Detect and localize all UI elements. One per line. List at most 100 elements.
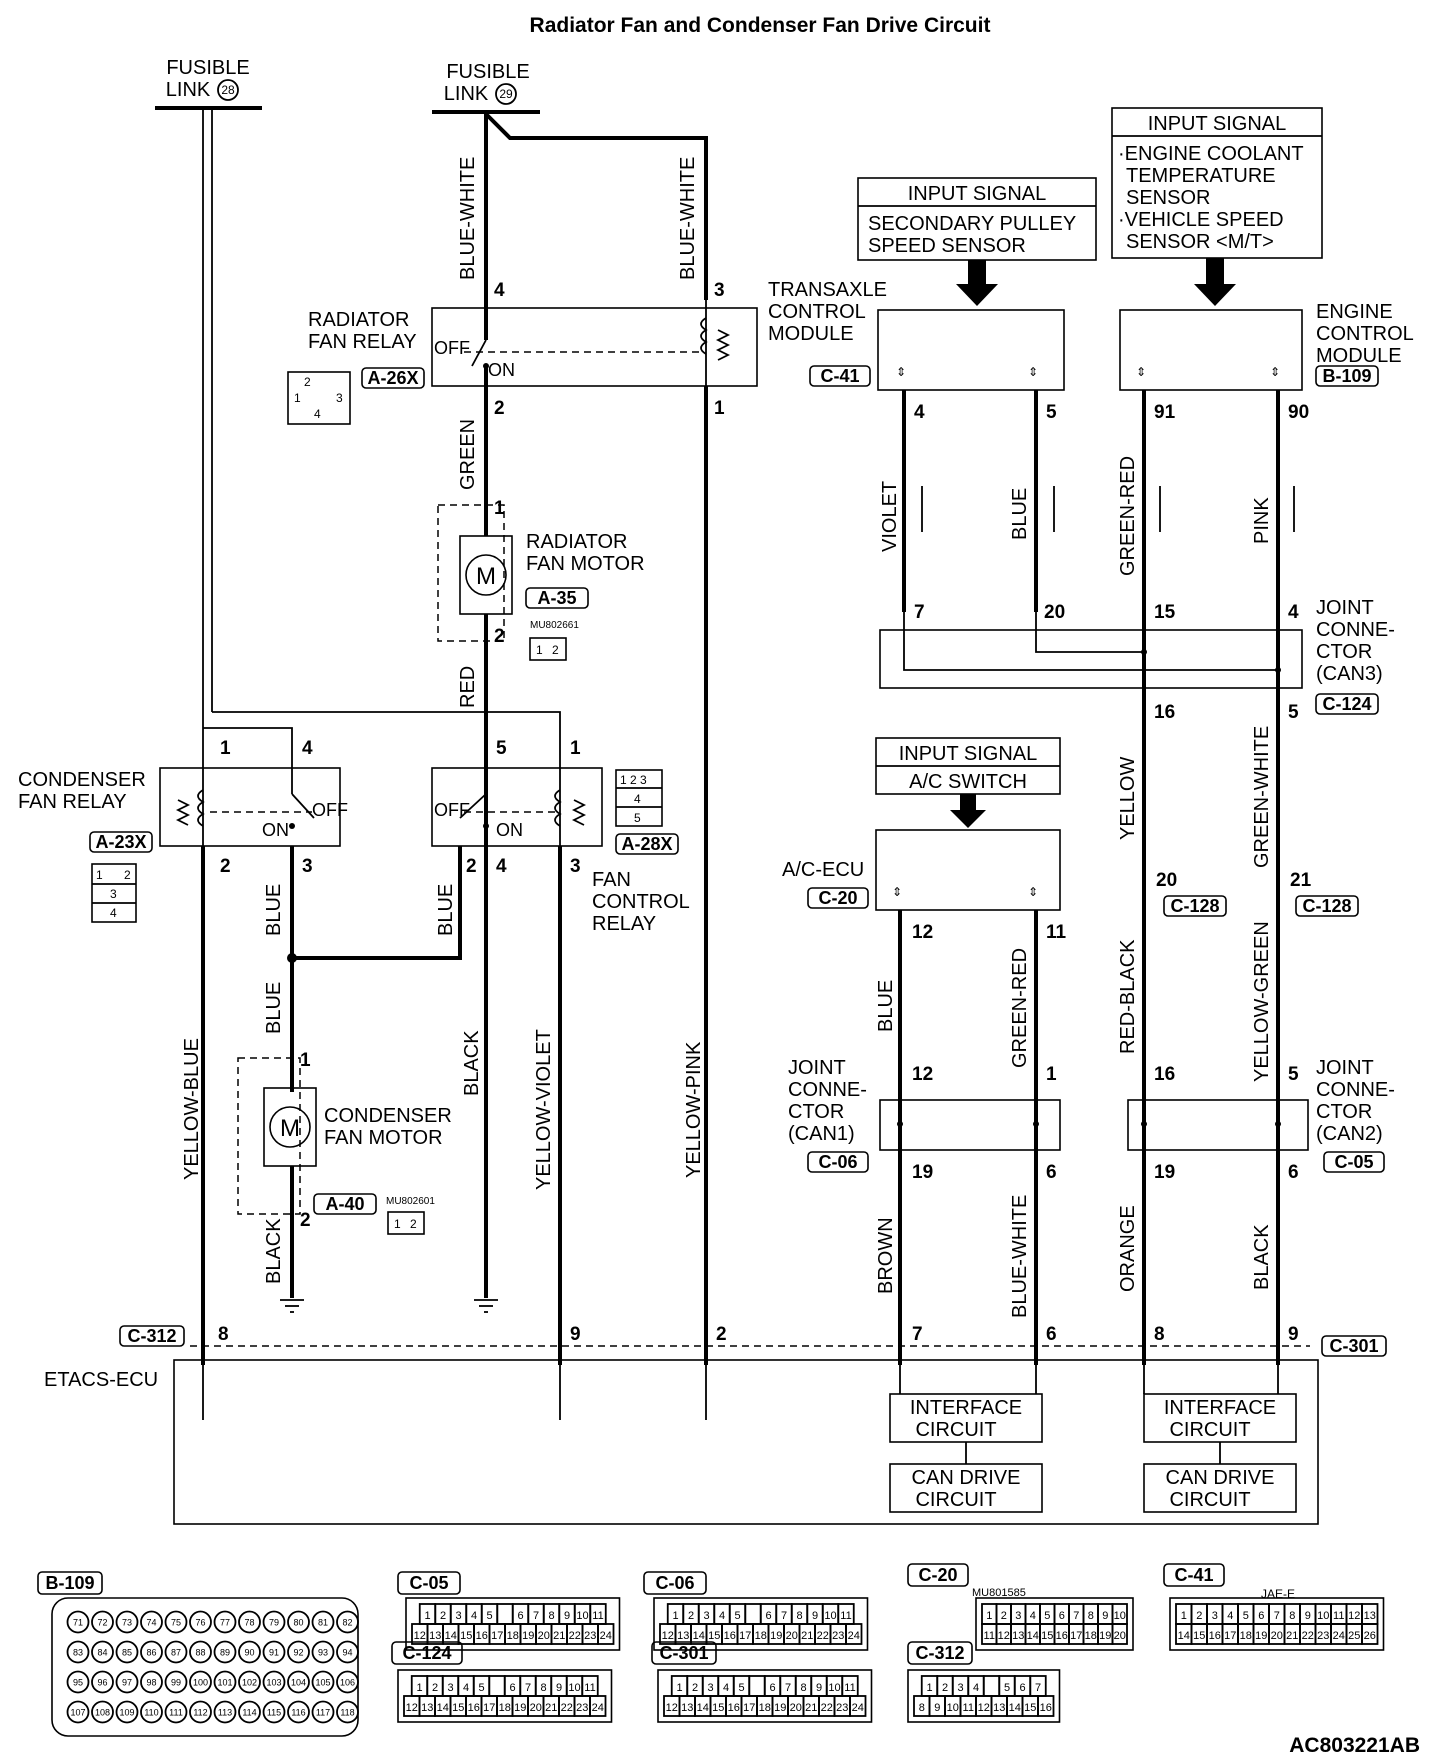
pin-j3-5: 5 [1288,702,1299,723]
b109-pin-number: 104 [291,1678,306,1688]
c312-view-label: C-312 [915,1643,964,1663]
pin-c128-20: 20 [1156,870,1177,891]
b109-pin-number: 88 [195,1648,205,1658]
fusible-link-28-label: FUSIBLE [166,57,249,79]
b109-pin-number: 82 [342,1618,352,1628]
c301-pin-number: 3 [707,1682,713,1694]
etacs-can-1b: CIRCUIT [915,1489,996,1511]
ac-ecu-name: A/C-ECU [782,859,864,881]
c41-pin-number: 1 [1181,1610,1187,1622]
svg-text:M: M [280,1115,300,1142]
c128-connector-a: C-128 [1170,896,1219,916]
pin-tcm-4: 4 [914,402,925,423]
b109-pin [213,1700,237,1724]
b109-pin [262,1670,286,1694]
c20-pin-number: 17 [1070,1630,1082,1642]
c05-pin-number: 13 [429,1630,441,1642]
fusible-link-29-label: FUSIBLE [446,61,529,83]
svg-text:2: 2 [552,643,559,657]
ecm-name-3: MODULE [1316,345,1402,367]
b109-pin [115,1610,139,1634]
c20-pin-number: 9 [1102,1610,1108,1622]
pin-et-2: 2 [716,1324,727,1345]
pin-cfr-1: 1 [220,738,231,759]
c124-pin-number: 6 [509,1682,515,1694]
can2-name-1: JOINT [1316,1057,1374,1079]
pin-j1-6: 6 [1046,1162,1057,1183]
c312-pin-number: 12 [978,1702,990,1714]
pin-j1-19: 19 [912,1162,933,1183]
b109-pin [238,1610,261,1634]
c301-pin-number: 12 [666,1702,678,1714]
c124-pin-number: 15 [452,1702,464,1714]
c20-pin-number: 14 [1027,1630,1039,1642]
c41-pin-number: 6 [1258,1610,1264,1622]
can1-name-1: JOINT [788,1057,846,1079]
pin-ac-11: 11 [1046,922,1067,943]
c05-pin-number: 20 [538,1630,550,1642]
diagram-title: Radiator Fan and Condenser Fan Drive Cir… [530,14,991,37]
svg-text:5: 5 [634,811,641,825]
wire-color-orange: ORANGE [1117,1205,1139,1292]
c124-pin-number: 8 [540,1682,546,1694]
c124-pin-number: 3 [447,1682,453,1694]
input-ac-line-1: A/C SWITCH [909,771,1027,793]
b109-pin [287,1700,310,1724]
radiator-relay-name-2: FAN RELAY [308,331,417,353]
c06-pin-number: 10 [824,1610,836,1622]
radiator-relay-connector: A-26X [367,368,418,388]
b109-pin-number: 89 [220,1648,230,1658]
c06-pin-number: 19 [770,1630,782,1642]
c20-pin-number: 2 [1001,1610,1007,1622]
c312-pin-number: 10 [947,1702,959,1714]
figure-code: AC803221AB [1289,1734,1420,1757]
b109-pin-number: 108 [95,1708,110,1718]
b109-pin-number: 87 [171,1648,181,1658]
c05-pin-number: 23 [584,1630,596,1642]
can3-name-2: CONNE- [1316,619,1395,641]
c06-view-label: C-06 [655,1573,694,1593]
cfr-pinout: 1 2 3 4 [91,863,137,923]
b109-pin-number: 99 [171,1678,181,1688]
wire-color-yv: YELLOW-VIOLET [533,1029,555,1190]
svg-text:4: 4 [634,792,641,806]
c312-pin-number: 8 [919,1702,925,1714]
wire-color-blue-b: BLUE [435,884,457,936]
c05-pin-number: 7 [533,1610,539,1622]
b109-pin-number: 97 [122,1678,132,1688]
wire-color-red-black: RED-BLACK [1117,939,1139,1054]
c301-pin-number: 13 [681,1702,693,1714]
input-ac-header: INPUT SIGNAL [899,743,1038,765]
pin-tcm-5: 5 [1046,402,1057,423]
b109-pin [213,1610,237,1634]
fcr-name-2: CONTROL [592,891,690,913]
etacs-can-1a: CAN DRIVE [912,1467,1021,1489]
fcr-connector: A-28X [621,834,672,854]
c06-pin-number: 14 [693,1630,705,1642]
pin-rfr-2: 2 [494,398,505,419]
c124-pin-number: 24 [592,1702,604,1714]
c124-pin-number: 9 [556,1682,562,1694]
pin-j2-5: 5 [1288,1064,1299,1085]
c05-pin-number: 5 [486,1610,492,1622]
c20-pin-number: 10 [1114,1610,1126,1622]
pin-cfm-1: 1 [300,1050,311,1071]
can-direction-arrows [921,486,1295,532]
b109-pin [66,1610,90,1634]
tcm-connector: C-41 [820,366,859,386]
c05-pin-number: 16 [476,1630,488,1642]
c05-view-label: C-05 [409,1573,448,1593]
c41-pin-number: 12 [1348,1610,1360,1622]
c05-pin-number: 10 [576,1610,588,1622]
c20-pin-number: 6 [1059,1610,1065,1622]
pin-et-9b: 9 [1288,1324,1299,1345]
b109-pin [66,1640,90,1664]
joint-connector-can2 [1127,1099,1309,1151]
fusible-link-29: FUSIBLE LINK 29 [432,61,540,114]
pin-j3-15: 15 [1154,602,1176,623]
etacs-interface-2b: CIRCUIT [1169,1419,1250,1441]
cfm-name-2: FAN MOTOR [324,1127,443,1149]
pin-fcr-5: 5 [496,738,507,759]
